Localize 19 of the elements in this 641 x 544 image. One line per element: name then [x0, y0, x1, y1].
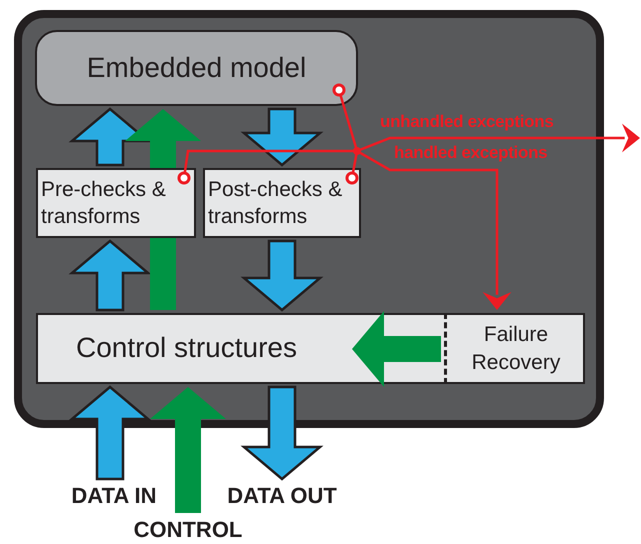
block-arrow — [68, 385, 152, 480]
block-arrow — [68, 107, 152, 166]
block-arrow — [150, 387, 226, 513]
edge-label: handled exceptions — [394, 143, 548, 163]
control-band: Control structures Failure Recovery — [36, 313, 585, 384]
block-arrow — [240, 240, 324, 312]
recovery-section: Failure Recovery — [444, 313, 585, 384]
enclosure-panel — [14, 10, 604, 428]
block-arrow — [68, 239, 152, 312]
block-arrow — [240, 386, 324, 481]
io-label: DATA IN — [52, 482, 176, 510]
process-box: Post-checks & transforms — [203, 168, 361, 238]
block-arrow — [352, 311, 441, 387]
block-arrow — [240, 108, 324, 167]
model-box: Embedded model — [35, 30, 358, 106]
io-label: CONTROL — [118, 516, 258, 544]
process-box: Pre-checks & transforms — [36, 168, 196, 238]
io-label: DATA OUT — [210, 482, 354, 510]
edge-label: unhandled exceptions — [380, 112, 554, 132]
